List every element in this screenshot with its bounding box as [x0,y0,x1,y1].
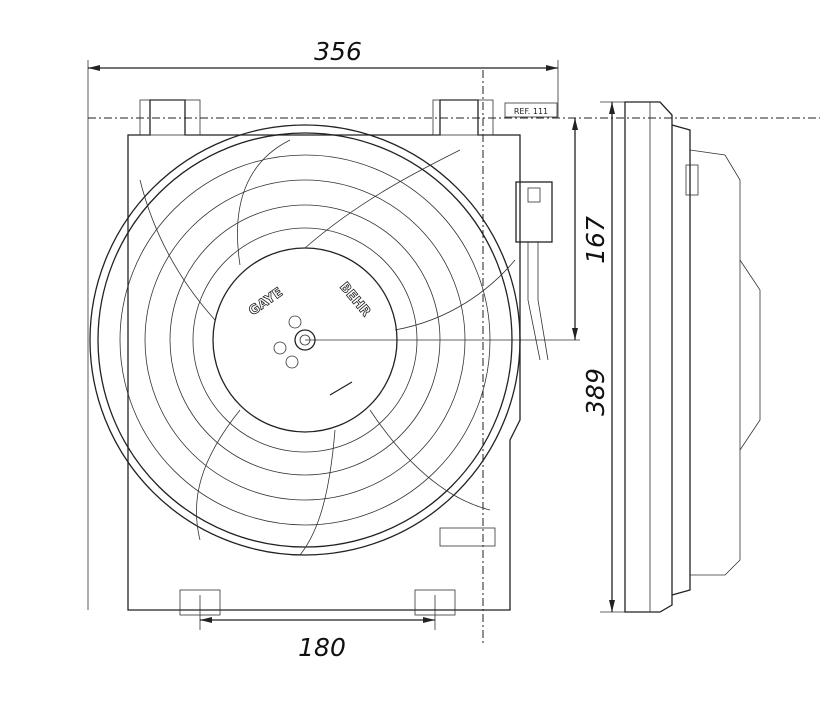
dimension-width-label: 356 [314,37,362,66]
brand-gaye: GAYE [246,285,286,319]
dimension-center-offset: 167 [572,118,610,340]
shroud-front-view: REF. 111 [127,99,558,616]
dimension-width: 356 [87,37,559,610]
ref-label: REF. 111 [514,107,548,116]
fan-rotor: GAYE BEHR [89,124,521,556]
dimension-mount-spacing: 180 [199,595,436,662]
dimension-mount-spacing-label: 180 [298,633,346,662]
dimension-height: 389 [581,101,660,613]
dimension-center-offset-label: 167 [581,216,610,264]
brand-behr: BEHR [336,280,373,320]
dimension-height-label: 389 [581,368,610,416]
side-view [624,101,761,613]
